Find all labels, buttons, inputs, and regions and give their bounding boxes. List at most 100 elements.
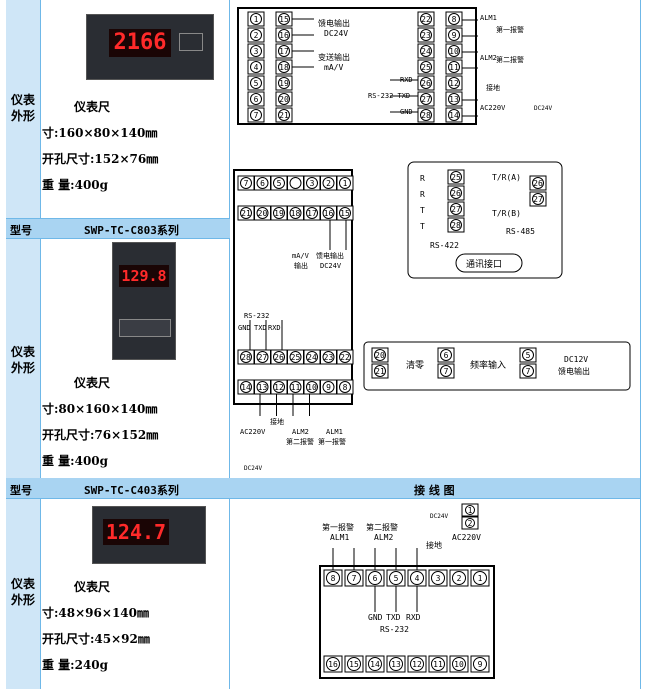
terminal-number: 5: [526, 351, 531, 360]
func-feed: DC12V: [564, 355, 588, 364]
terminal-number: 3: [254, 47, 259, 56]
d2-label: 第一报警: [318, 437, 346, 446]
terminal-number: 20: [258, 209, 268, 218]
terminal-ring: [273, 381, 285, 393]
device-display: 124.7: [103, 519, 169, 545]
d2-label: DC24V: [320, 262, 342, 270]
terminal-number: 7: [352, 574, 357, 583]
terminal-number: 27: [451, 205, 461, 214]
row-label: 仪表外形: [10, 345, 35, 375]
comm-rs422: RS-422: [430, 241, 459, 250]
d1-label: RS-232 TXD: [368, 92, 410, 100]
model-label: 型号: [10, 224, 32, 237]
terminal-ring: [289, 177, 302, 189]
terminal-number: 1: [468, 506, 473, 515]
terminal-ring: [420, 13, 432, 25]
terminal-number: 11: [291, 383, 301, 392]
terminal-number: 28: [241, 353, 251, 362]
terminal-number: 11: [449, 63, 459, 72]
terminal-number: 6: [254, 95, 259, 104]
terminal-ring: [339, 207, 351, 219]
grid-line: [640, 0, 641, 689]
terminal-ring: [306, 177, 318, 189]
terminal-ring: [347, 657, 361, 671]
wiring-header: 接 线 图: [414, 484, 455, 497]
terminal-ring: [306, 351, 318, 363]
terminal-ring: [465, 518, 475, 528]
terminal-number: 9: [478, 660, 483, 669]
terminal-ring: [289, 351, 302, 363]
terminal-ring: [448, 45, 460, 57]
terminal-ring: [278, 45, 290, 57]
model-header: [6, 218, 230, 238]
spec-weight: 重 量:400g: [42, 454, 109, 468]
spec-size: 寸:48×96×140㎜: [42, 606, 149, 620]
terminal-ring: [250, 77, 262, 89]
terminal-number: 21: [375, 367, 385, 376]
terminal-number: 23: [421, 31, 431, 40]
terminal-number: 16: [324, 209, 334, 218]
terminal-ring: [368, 657, 382, 671]
spec-size-label: 仪表尺: [74, 376, 111, 390]
terminal-number: 15: [340, 209, 350, 218]
terminal-ring: [278, 93, 290, 105]
comm-mark: T/R(A): [492, 173, 521, 182]
terminal-ring: [240, 177, 252, 189]
d2-label: 馈电输出: [316, 251, 344, 260]
terminal-ring: [368, 571, 382, 585]
comm-mark: R: [420, 190, 425, 199]
comm-rs485: RS-485: [506, 227, 535, 236]
terminal-number: 13: [391, 660, 401, 669]
model-name: SWP-TC-C403系列: [84, 484, 179, 497]
terminal-ring: [326, 657, 340, 671]
terminal-number: 18: [279, 63, 289, 72]
device-display: 2166: [109, 29, 171, 57]
terminal-number: 4: [415, 574, 420, 583]
terminal-ring: [431, 657, 445, 671]
terminal-ring: [450, 187, 462, 199]
terminal-number: 23: [324, 353, 334, 362]
terminal-ring: [374, 349, 386, 361]
terminal-number: 11: [433, 660, 443, 669]
terminal-number: 20: [279, 95, 289, 104]
row-label-bg: [6, 0, 40, 218]
terminal-ring: [450, 203, 462, 215]
d3-label: RS-232: [380, 625, 409, 634]
terminal-number: 2: [254, 31, 259, 40]
terminal-ring: [250, 109, 262, 121]
terminal-number: 19: [279, 79, 289, 88]
terminal-number: 10: [449, 47, 459, 56]
terminal-number: 25: [291, 353, 301, 362]
device-keys: [179, 33, 203, 51]
d1-label: 馈电输出: [318, 18, 350, 28]
comm-mark: T/R(B): [492, 209, 521, 218]
terminal-number: 26: [451, 189, 461, 198]
d1-label: ALM2: [480, 54, 497, 62]
comm-mark: R: [420, 174, 425, 183]
d3-label: AC220V: [452, 533, 481, 542]
terminal-number: 5: [394, 574, 399, 583]
d1-label: 第一报警: [496, 25, 524, 34]
terminal-number: 16: [328, 660, 338, 669]
terminal-ring: [278, 29, 290, 41]
terminal-number: 27: [258, 353, 268, 362]
spec-size-label: 仪表尺: [74, 580, 111, 594]
terminal-ring: [240, 381, 252, 393]
terminal-ring: [256, 381, 269, 393]
d2-label: TXD: [254, 324, 267, 332]
terminal-number: 1: [254, 15, 259, 24]
d2-label: ALM1: [326, 428, 343, 436]
grid-line: [6, 218, 230, 219]
d3-label: DC24V: [430, 513, 448, 520]
terminal-ring: [522, 365, 534, 377]
func-freq: 频率输入: [470, 359, 506, 371]
terminal-ring: [448, 109, 460, 121]
spec-cutout: 开孔尺寸:45×92㎜: [42, 632, 150, 646]
d2-label: 接地: [270, 417, 284, 426]
terminal-ring: [448, 77, 460, 89]
terminal-number: 18: [291, 209, 301, 218]
terminal-number: 19: [274, 209, 284, 218]
device-panel: [119, 319, 171, 337]
terminal-number: 8: [343, 383, 348, 392]
terminal-ring: [250, 93, 262, 105]
